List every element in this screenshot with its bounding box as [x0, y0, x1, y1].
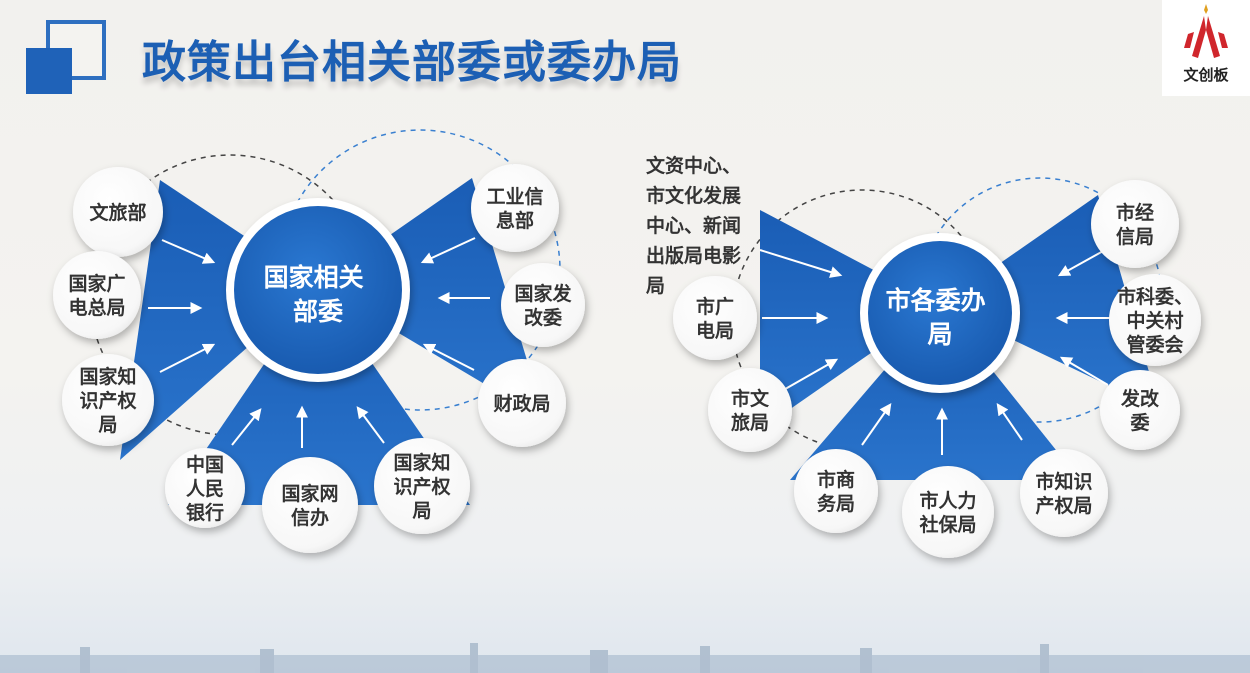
- hub-label: 国家相关 部委: [264, 263, 373, 326]
- arrows: [148, 237, 1110, 455]
- bubble-fagaiwei: 国家发改委: [501, 263, 585, 347]
- bubble-shangwu: 市商务局: [794, 449, 878, 533]
- bubble-label: 文旅部: [89, 201, 146, 224]
- bubble-kewei: 市科委、中关村管委会: [1109, 274, 1201, 366]
- wedge-left: [120, 180, 318, 460]
- bubble-zhichanju-2: 国家知识产权局: [374, 438, 470, 534]
- bubble-shiwenlv: 市文旅局: [708, 368, 792, 452]
- bubble-label: 国家广电总局: [68, 272, 125, 319]
- bubble-label: 市商务局: [817, 468, 855, 515]
- bubble-shifagai: 发改委: [1100, 370, 1180, 450]
- department-bubbles: 文旅部国家广电总局国家知识产权局中国人民银行国家网信办国家知识产权局工业信息部国…: [53, 164, 1201, 558]
- bubble-jingxin: 市经信局: [1091, 180, 1179, 268]
- bubble-gongxin: 工业信息部: [471, 164, 559, 252]
- bubble-wangxin: 国家网信办: [262, 457, 358, 553]
- bubble-label: 市文旅局: [731, 387, 770, 434]
- filled-square-icon: [26, 48, 72, 94]
- bubble-wenlvbu: 文旅部: [73, 167, 163, 257]
- bubble-label: 市广电局: [696, 295, 734, 342]
- hub-municipal-bureaus: 市各委办 局: [860, 233, 1020, 393]
- city-skyline: [0, 643, 1250, 673]
- bubble-label: 国家发改委: [514, 282, 572, 329]
- bubble-label: 市经信局: [1116, 201, 1154, 248]
- bubble-label: 国家知识产权局: [393, 451, 450, 522]
- bubble-renmin-bank: 中国人民银行: [165, 448, 245, 528]
- title-decoration-icon: [26, 20, 110, 96]
- page-title: 政策出台相关部委或委办局: [142, 37, 682, 88]
- bubble-label: 发改委: [1120, 387, 1160, 434]
- bubble-caizheng: 财政局: [478, 359, 566, 447]
- bubble-shizhichan: 市知识产权局: [1020, 449, 1108, 537]
- bubble-label: 财政局: [493, 392, 550, 415]
- bubble-shiguang: 市广电局: [673, 276, 757, 360]
- bubble-renshe: 市人力社保局: [902, 466, 994, 558]
- brand-logo: 文创板: [1162, 0, 1250, 96]
- hub-national-ministries: 国家相关 部委: [226, 198, 410, 382]
- bubble-label: 国家知识产权局: [79, 365, 136, 436]
- right-group-note: 文资中心、市文化发展中心、新闻出版局电影局: [646, 154, 741, 297]
- logo-mark-icon: [1184, 4, 1228, 58]
- bubble-guangdian: 国家广电总局: [53, 251, 141, 339]
- bubble-label: 市人力社保局: [918, 489, 976, 536]
- bubble-label: 工业信息部: [486, 185, 543, 232]
- hub-label: 市各委办 局: [886, 286, 995, 349]
- bubble-label: 市知识产权局: [1035, 470, 1092, 517]
- logo-text: 文创板: [1183, 66, 1229, 84]
- bubble-zhichanju: 国家知识产权局: [62, 354, 154, 446]
- bubble-label: 国家网信办: [281, 482, 338, 529]
- bubble-label: 市科委、中关村管委会: [1117, 285, 1193, 356]
- bubble-label: 中国人民银行: [186, 453, 224, 524]
